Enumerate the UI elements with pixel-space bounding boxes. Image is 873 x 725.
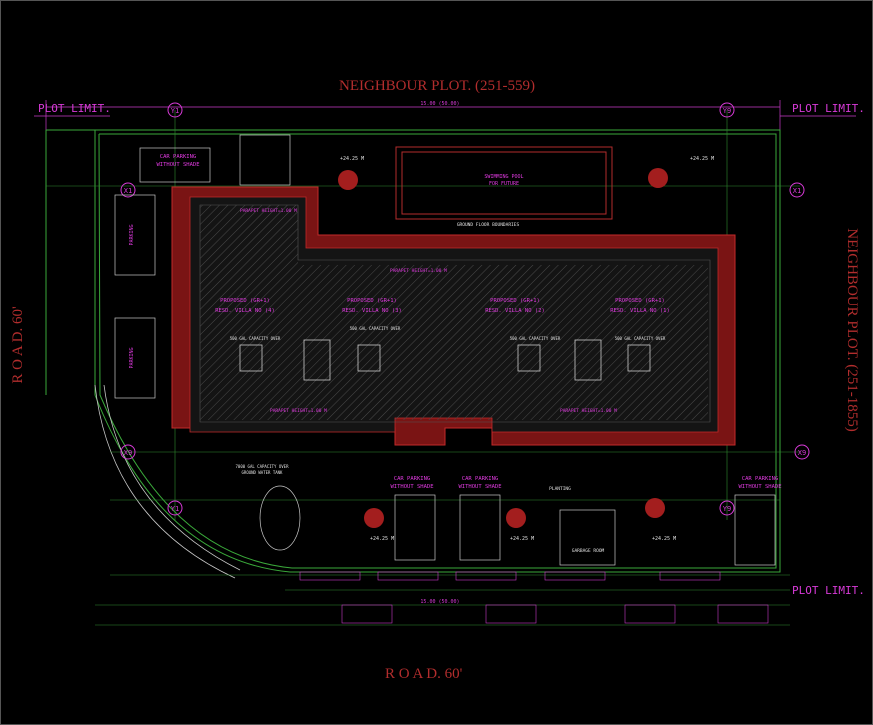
car-parking-bottom-2-label: CAR PARKING <box>462 476 498 482</box>
ground-floor-boundaries-label: GROUND FLOOR BOUNDARIES <box>457 222 520 228</box>
plot-limit-label-tr: PLOT LIMIT. <box>792 102 865 115</box>
level-label-3: +24.25 M <box>370 536 394 542</box>
parapet-label-1: PARAPET HEIGHT=1.00 M <box>240 208 297 214</box>
plot-boundary <box>45 129 781 573</box>
car-parking-bottom-1-label: CAR PARKING <box>394 476 430 482</box>
svg-text:FOR FUTURE: FOR FUTURE <box>489 181 519 187</box>
svg-text:X1: X1 <box>793 187 801 195</box>
villa-4-label: PROPOSED (GR+1) <box>220 298 270 304</box>
bottom-parking-bays <box>259 485 776 566</box>
road-bottom-label: R O A D. 60' <box>385 666 463 682</box>
level-label-4: +24.25 M <box>510 536 534 542</box>
svg-text:RESD. VILLA NO (2): RESD. VILLA NO (2) <box>485 308 545 314</box>
level-label-1: +24.25 M <box>340 156 364 162</box>
garbage-room-label: GARBAGE ROOM <box>572 548 605 554</box>
parking-top-left <box>114 134 291 399</box>
svg-text:WITHOUT SHADE: WITHOUT SHADE <box>458 484 501 490</box>
tank-label-3: 500 GAL CAPACITY OVER <box>510 336 561 341</box>
svg-text:Y1: Y1 <box>171 107 179 115</box>
curved-boundary-wall <box>94 384 241 579</box>
svg-text:WITHOUT SHADE: WITHOUT SHADE <box>390 484 433 490</box>
swimming-pool-label: SWIMMING POOL <box>484 174 523 180</box>
villa-3-label: PROPOSED (GR+1) <box>347 298 397 304</box>
trees <box>338 168 668 528</box>
svg-text:Y9: Y9 <box>723 505 731 513</box>
svg-text:X9: X9 <box>124 449 132 457</box>
tank-label-4: 500 GAL CAPACITY OVER <box>615 336 666 341</box>
villa-1-label: PROPOSED (GR+1) <box>615 298 665 304</box>
grid-marker-x9-right: X9 <box>794 444 810 460</box>
planting-label: PLANTING <box>549 486 571 492</box>
plot-limit-label-br: PLOT LIMIT. <box>792 584 865 597</box>
ground-water-tank-label: 7000 GAL CAPACITY OVER <box>236 464 290 469</box>
bottom-dimension-text: 15.00 (50.00) <box>420 599 459 605</box>
tank-label-2: 500 GAL CAPACITY OVER <box>350 326 401 331</box>
svg-text:RESD. VILLA NO (4): RESD. VILLA NO (4) <box>215 308 275 314</box>
grid-marker-y9-bottom: Y9 <box>719 500 735 516</box>
overhead-water-tanks <box>239 339 651 381</box>
svg-text:Y9: Y9 <box>723 107 731 115</box>
car-parking-right-label: CAR PARKING <box>742 476 778 482</box>
grid-marker-y1-bottom: Y1 <box>167 500 183 516</box>
grid-marker-x1-left: X1 <box>120 182 136 198</box>
parapet-label-4: PARAPET HEIGHT=1.00 M <box>560 408 617 414</box>
neighbour-plot-top-label: NEIGHBOUR PLOT. (251-559) <box>339 78 535 94</box>
parapet-label-2: PARAPET HEIGHT=1.00 M <box>390 268 447 274</box>
tank-label-1: 500 GAL CAPACITY OVER <box>230 336 281 341</box>
svg-text:WITHOUT SHADE: WITHOUT SHADE <box>156 162 199 168</box>
parking-left-1-label: PARKING <box>129 224 135 245</box>
neighbour-plot-right-label: NEIGHBOUR PLOT. (251-1855) <box>844 228 860 431</box>
top-dimension-text: 15.00 (50.00) <box>420 101 459 107</box>
grid-marker-y1-top: Y1 <box>167 102 183 118</box>
car-parking-label-top: CAR PARKING <box>160 154 196 160</box>
svg-text:X1: X1 <box>124 187 132 195</box>
svg-text:WITHOUT SHADE: WITHOUT SHADE <box>738 484 781 490</box>
villa-2-label: PROPOSED (GR+1) <box>490 298 540 304</box>
level-label-2: +24.25 M <box>690 156 714 162</box>
level-label-5: +24.25 M <box>652 536 676 542</box>
svg-text:Y1: Y1 <box>171 505 179 513</box>
bottom-info-boxes <box>299 571 769 624</box>
road-left-label: R O A D. 60' <box>10 306 26 384</box>
parapet-label-3: PARAPET HEIGHT=1.00 M <box>270 408 327 414</box>
villa-roof-hatch <box>200 265 708 420</box>
svg-text:GROUND WATER TANK: GROUND WATER TANK <box>242 470 284 475</box>
plot-limit-label-tl: PLOT LIMIT. <box>38 102 111 115</box>
inner-plot-lines <box>46 110 800 626</box>
svg-text:RESD. VILLA NO (3): RESD. VILLA NO (3) <box>342 308 402 314</box>
grid-marker-x9-left: X9 <box>120 444 136 460</box>
swimming-pool <box>395 146 613 220</box>
grid-marker-x1-right: X1 <box>789 182 805 198</box>
grid-marker-y9-top: Y9 <box>719 102 735 118</box>
parking-left-2-label: PARKING <box>129 347 135 368</box>
svg-text:X9: X9 <box>798 449 806 457</box>
svg-text:RESD. VILLA NO (1): RESD. VILLA NO (1) <box>610 308 670 314</box>
